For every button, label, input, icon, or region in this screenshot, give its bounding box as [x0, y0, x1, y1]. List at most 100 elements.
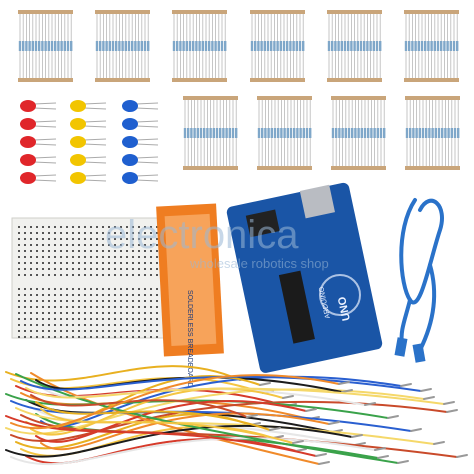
breadboard-hole	[72, 262, 74, 264]
breadboard-hole	[120, 318, 122, 320]
breadboard-hole	[72, 288, 74, 290]
breadboard-hole	[144, 268, 146, 270]
breadboard-hole	[120, 306, 122, 308]
resistor-body	[440, 41, 443, 51]
jumper-wire	[35, 400, 307, 443]
breadboard-hole	[18, 306, 20, 308]
breadboard-hole	[36, 318, 38, 320]
breadboard-hole	[60, 244, 62, 246]
breadboard-hole	[126, 244, 128, 246]
resistor-body	[409, 128, 412, 138]
breadboard-hole	[114, 250, 116, 252]
breadboard-hole	[84, 238, 86, 240]
breadboard-hole	[66, 288, 68, 290]
breadboard-hole	[42, 336, 44, 338]
resistor-body	[447, 128, 450, 138]
resistor-body	[292, 41, 295, 51]
breadboard-hole	[54, 262, 56, 264]
breadboard-hole	[48, 238, 50, 240]
resistor-body	[334, 41, 337, 51]
resistor-body	[273, 41, 276, 51]
jumper-pin	[433, 441, 445, 445]
breadboard-hole	[132, 294, 134, 296]
led	[20, 136, 57, 148]
breadboard-hole	[114, 238, 116, 240]
breadboard-hole	[102, 288, 104, 290]
breadboard-hole	[156, 274, 158, 276]
resistor-body	[356, 41, 359, 51]
led	[122, 136, 159, 148]
breadboard-hole	[66, 232, 68, 234]
breadboard-hole	[30, 268, 32, 270]
jumper-pin	[420, 388, 432, 392]
breadboard-hole	[150, 268, 152, 270]
jumper-wire	[5, 424, 353, 458]
breadboard-hole	[60, 250, 62, 252]
breadboard-hole	[126, 250, 128, 252]
resistor-body	[412, 128, 415, 138]
resistor-body	[215, 128, 219, 138]
jumper-wire	[5, 415, 317, 457]
resistor-body	[420, 41, 424, 51]
resistor-body	[431, 128, 434, 138]
breadboard-hole	[84, 226, 86, 228]
breadboard-hole	[126, 288, 128, 290]
strip-tape-top	[331, 96, 386, 100]
resistor-body	[437, 128, 441, 138]
led-lead	[33, 174, 57, 177]
breadboard-hole	[114, 330, 116, 332]
resistor-body	[296, 128, 299, 138]
breadboard-hole	[54, 238, 56, 240]
led	[20, 154, 57, 166]
resistor-body	[376, 128, 379, 138]
jumper-wire	[5, 388, 425, 435]
resistor-strip	[257, 96, 312, 170]
resistor-body	[195, 41, 198, 51]
breadboard-hole	[108, 312, 110, 314]
resistor-body	[50, 41, 54, 51]
breadboard-hole	[18, 226, 20, 228]
resistor-body	[309, 128, 312, 138]
breadboard-hole	[48, 232, 50, 234]
breadboard-hole	[42, 232, 44, 234]
breadboard-hole	[138, 306, 140, 308]
resistor-body	[443, 41, 446, 51]
strip-tape-bottom	[183, 166, 238, 170]
resistor-body	[25, 41, 28, 51]
jumper-pin	[246, 414, 258, 418]
breadboard-hole	[66, 262, 68, 264]
breadboard-hole	[78, 262, 80, 264]
resistor-body	[266, 41, 270, 51]
breadboard-hole	[66, 318, 68, 320]
resistor-strip	[183, 96, 238, 170]
breadboard-hole	[156, 262, 158, 264]
breadboard-hole	[96, 226, 98, 228]
jumper-wire	[5, 365, 241, 382]
breadboard-hole	[144, 336, 146, 338]
resistor-body	[147, 41, 150, 51]
breadboard-hole	[72, 330, 74, 332]
breadboard-hole	[144, 324, 146, 326]
breadboard-hole	[102, 330, 104, 332]
breadboard-hole	[60, 324, 62, 326]
breadboard-hole	[30, 330, 32, 332]
breadboard-hole	[78, 336, 80, 338]
resistor-body	[282, 41, 286, 51]
strip-tape-top	[95, 10, 150, 14]
breadboard-hole	[150, 330, 152, 332]
breadboard-label: SOLDERLESS BREADBOARD	[186, 290, 193, 388]
breadboard-hole	[126, 226, 128, 228]
resistor-body	[360, 128, 363, 138]
resistor-body	[302, 41, 305, 51]
breadboard-hole	[84, 262, 86, 264]
resistor-body	[331, 128, 335, 138]
breadboard-hole	[36, 268, 38, 270]
resistor-body	[283, 128, 286, 138]
strip-tape-bottom	[405, 166, 460, 170]
led-body	[122, 154, 138, 166]
breadboard-hole	[36, 312, 38, 314]
breadboard-hole	[42, 294, 44, 296]
breadboard-hole	[132, 256, 134, 258]
led-lead	[33, 143, 57, 146]
breadboard-hole	[90, 256, 92, 258]
